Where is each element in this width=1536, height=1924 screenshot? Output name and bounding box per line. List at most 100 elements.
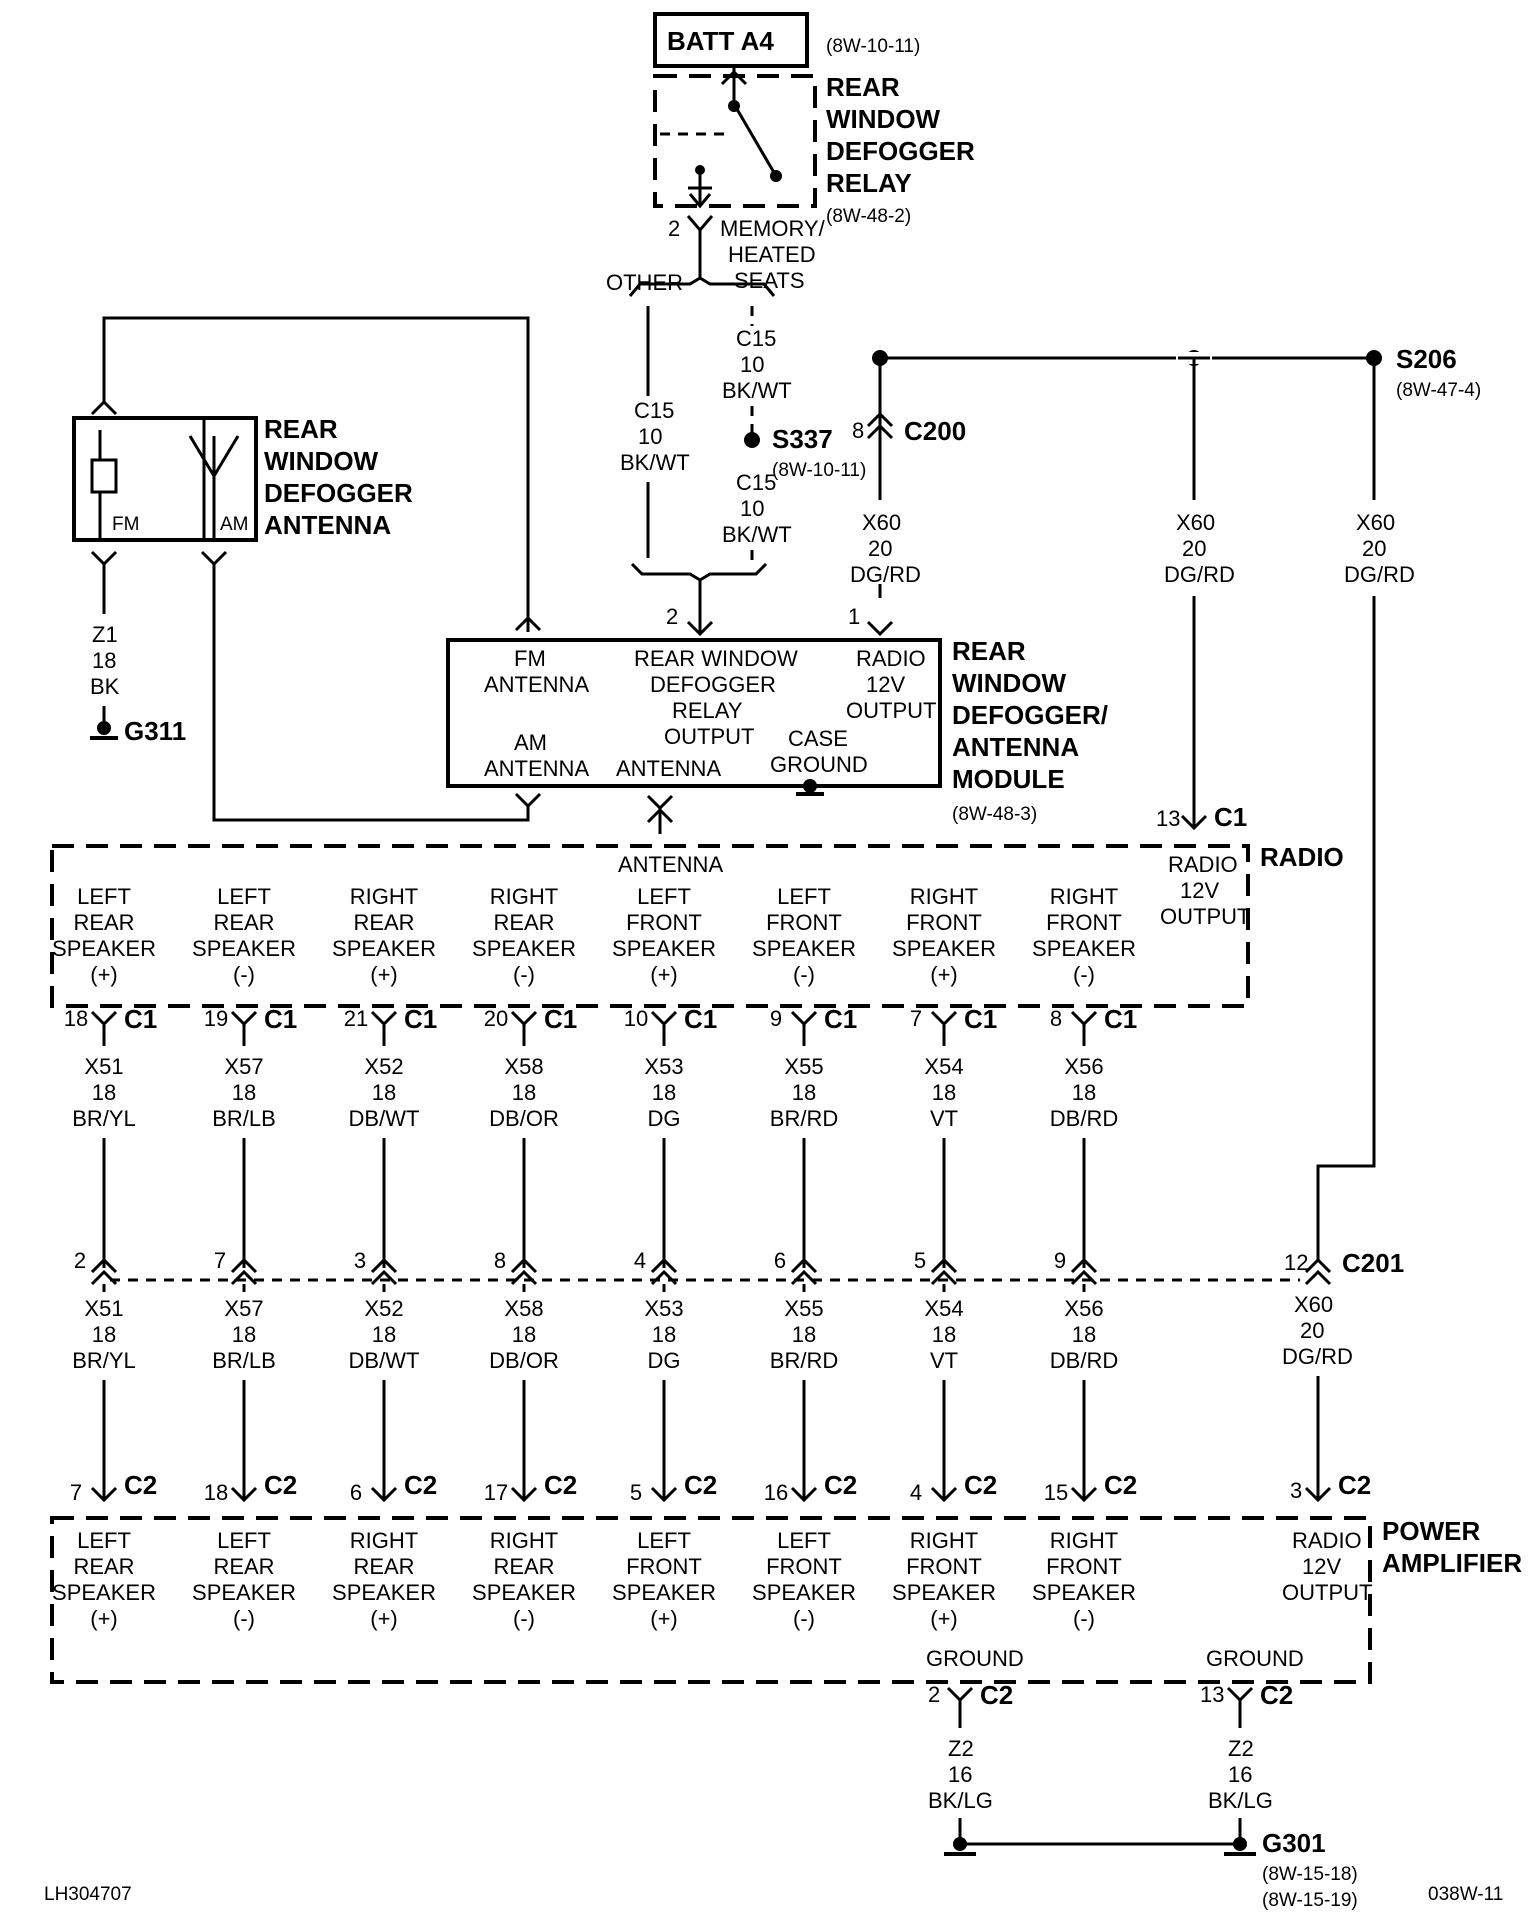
- relay-pin: 2: [668, 216, 680, 241]
- radio-spk-1-l2: REAR: [213, 910, 274, 935]
- c201-pin-7: 9: [1054, 1248, 1066, 1273]
- antenna-title-2: WINDOW: [264, 446, 379, 476]
- radio-antenna: ANTENNA: [618, 852, 723, 877]
- rear-window-defogger-relay: REAR WINDOW DEFOGGER RELAY (8W-48-2): [653, 66, 975, 227]
- batt-ref: (8W-10-11): [826, 36, 920, 57]
- amp-out-1: RADIO: [1292, 1528, 1362, 1553]
- radio-spk-3-l4: (-): [513, 962, 535, 987]
- antenna-title-1: REAR: [264, 414, 338, 444]
- c2-pin-3: 17: [484, 1480, 508, 1505]
- wire-b-1-1: X57: [224, 1296, 263, 1321]
- wire-a-4-3: DG: [648, 1106, 681, 1131]
- amp-c201-pin: 12: [1284, 1250, 1308, 1275]
- amp-spk-2-l2: REAR: [353, 1554, 414, 1579]
- c15-bot-2: 10: [740, 496, 764, 521]
- mod-radio-2: 12V: [866, 672, 905, 697]
- antenna-title-3: DEFOGGER: [264, 478, 413, 508]
- amp-spk-7-l4: (-): [1073, 1606, 1095, 1631]
- z1-2: 18: [92, 648, 116, 673]
- amp-spk-7-l3: SPEAKER: [1032, 1580, 1136, 1605]
- wire-b-6-2: 18: [932, 1322, 956, 1347]
- rear-window-defogger-antenna-module: FM ANTENNA REAR WINDOW DEFOGGER RELAY OU…: [446, 636, 1108, 825]
- wire-b-1-2: 18: [232, 1322, 256, 1347]
- wire-a-1-3: BR/LB: [212, 1106, 276, 1131]
- wire-a-0-1: X51: [84, 1054, 123, 1079]
- c2-pin-1: 18: [204, 1480, 228, 1505]
- amp-out-2: 12V: [1302, 1554, 1341, 1579]
- x60-amp-1: X60: [1356, 510, 1395, 535]
- radio-spk-5-l3: SPEAKER: [752, 936, 856, 961]
- amp-spk-3-l3: SPEAKER: [472, 1580, 576, 1605]
- z2b-3: BK/LG: [1208, 1788, 1273, 1813]
- amp-spk-1-l1: LEFT: [217, 1528, 271, 1553]
- wire-b-0-2: 18: [92, 1322, 116, 1347]
- radio-spk-5-c1pin: 9: [770, 1006, 782, 1031]
- amp-spk-2-c2: C2: [404, 1470, 437, 1500]
- amp-spk-1-l2: REAR: [213, 1554, 274, 1579]
- mod-name-5: MODULE: [952, 764, 1065, 794]
- amp-spk-3-l2: REAR: [493, 1554, 554, 1579]
- radio-spk-7-l3: SPEAKER: [1032, 936, 1136, 961]
- radio-spk-7-c1pin: 8: [1050, 1006, 1062, 1031]
- amp-spk-1-l3: SPEAKER: [192, 1580, 296, 1605]
- g311-label: G311: [124, 716, 186, 746]
- mod-relay-4: OUTPUT: [664, 724, 754, 749]
- module-pin2: 2: [666, 604, 678, 629]
- amp-spk-1-l4: (-): [233, 1606, 255, 1631]
- c15-bot-3: BK/WT: [722, 522, 792, 547]
- radio-spk-5-l2: FRONT: [766, 910, 842, 935]
- z2a-1: Z2: [948, 1736, 974, 1761]
- x60-radio-3: DG/RD: [1164, 562, 1235, 587]
- radio-spk-4-l1: LEFT: [637, 884, 691, 909]
- z2a-3: BK/LG: [928, 1788, 993, 1813]
- c2-pin-2: 6: [350, 1480, 362, 1505]
- radio-out-2: 12V: [1180, 878, 1219, 903]
- amp-spk-4-c2: C2: [684, 1470, 717, 1500]
- wire-a-1-1: X57: [224, 1054, 263, 1079]
- c15-top-2: 10: [740, 352, 764, 377]
- radio-spk-0-c1pin: 18: [64, 1006, 88, 1031]
- amp-name-1: POWER: [1382, 1516, 1480, 1546]
- mod-relay-1: REAR WINDOW: [634, 646, 798, 671]
- radio-spk-6-l3: SPEAKER: [892, 936, 996, 961]
- radio-spk-2-l1: RIGHT: [350, 884, 418, 909]
- wire-a-7-2: 18: [1072, 1080, 1096, 1105]
- am-antenna-wire: [200, 550, 542, 822]
- radio-spk-5-l1: LEFT: [777, 884, 831, 909]
- radio-spk-5-c1: C1: [824, 1004, 857, 1034]
- radio-spk-0-c1: C1: [124, 1004, 157, 1034]
- footer-right: 038W-11: [1428, 1884, 1503, 1905]
- wire-a-0-2: 18: [92, 1080, 116, 1105]
- amp-spk-7-l2: FRONT: [1046, 1554, 1122, 1579]
- wire-b-2-3: DB/WT: [349, 1348, 420, 1373]
- wire-b-3-1: X58: [504, 1296, 543, 1321]
- rear-window-defogger-antenna: FM AM REAR WINDOW DEFOGGER ANTENNA: [72, 414, 413, 542]
- amp-ground-1: GROUND: [926, 1646, 1024, 1671]
- c15-left-2: 10: [638, 424, 662, 449]
- antenna-link: [646, 794, 674, 834]
- s337-ref: (8W-10-11): [772, 460, 866, 481]
- amp-c2-label: C2: [1338, 1470, 1371, 1500]
- batt-a4-block: BATT A4 (8W-10-11): [653, 12, 920, 68]
- radio-spk-4-c1: C1: [684, 1004, 717, 1034]
- c201-pin-4: 4: [634, 1248, 646, 1273]
- mod-radio-1: RADIO: [856, 646, 926, 671]
- radio-spk-6-c1pin: 7: [910, 1006, 922, 1031]
- mod-radio-3: OUTPUT: [846, 698, 936, 723]
- s206-label: S206: [1396, 344, 1457, 374]
- x60-amp-2: 20: [1362, 536, 1386, 561]
- amp-ground-2: GROUND: [1206, 1646, 1304, 1671]
- g301-ref-2: (8W-15-19): [1262, 1890, 1358, 1911]
- amp-spk-5-l4: (-): [793, 1606, 815, 1631]
- amp-spk-4-l3: SPEAKER: [612, 1580, 716, 1605]
- mod-case-1: CASE: [788, 726, 848, 751]
- branch-memory-2: HEATED: [728, 242, 816, 267]
- wire-b-2-2: 18: [372, 1322, 396, 1347]
- wire-a-4-1: X53: [644, 1054, 683, 1079]
- wire-b-7-2: 18: [1072, 1322, 1096, 1347]
- amp-spk-5-l3: SPEAKER: [752, 1580, 856, 1605]
- branch-memory-1: MEMORY/: [720, 216, 826, 241]
- z1-1: Z1: [92, 622, 118, 647]
- mod-am-2: ANTENNA: [484, 756, 589, 781]
